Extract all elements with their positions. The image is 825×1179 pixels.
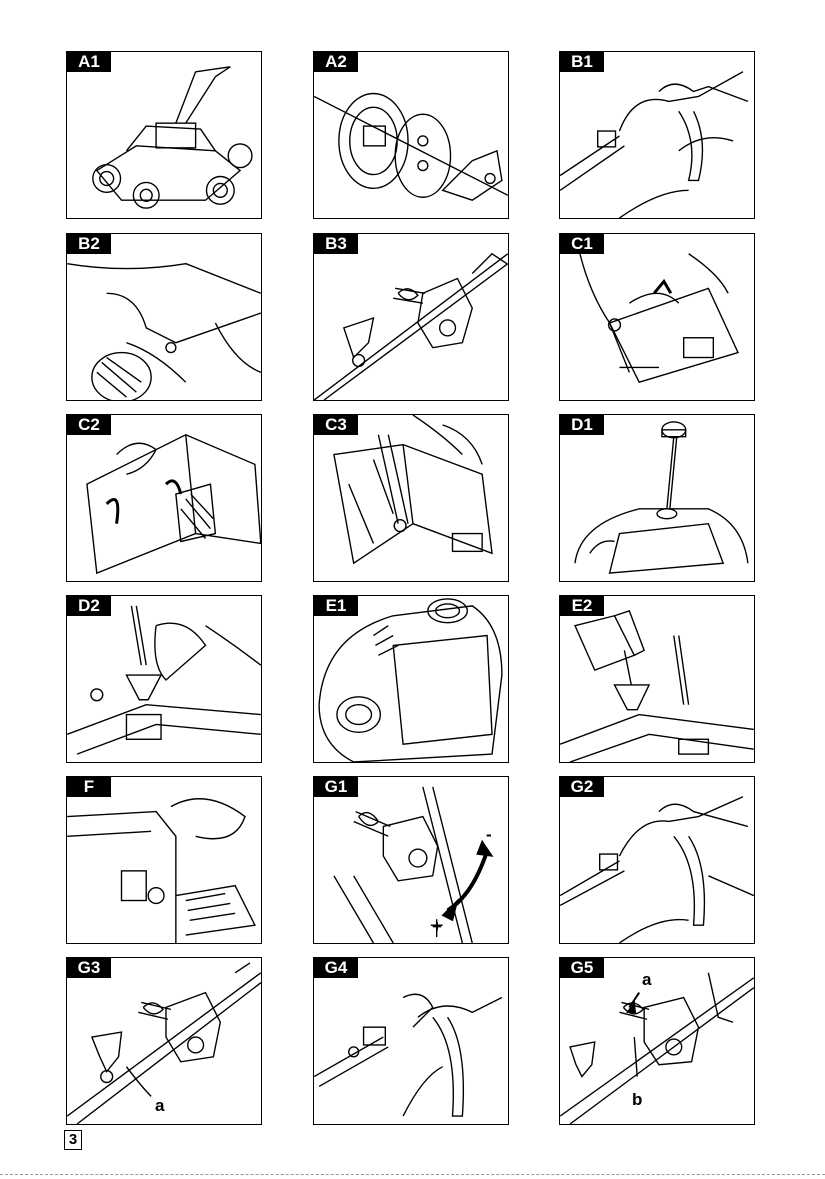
panel-b3: B3 bbox=[313, 233, 509, 401]
fitting-grassbag-icon bbox=[560, 234, 754, 400]
lawnmower-assembled-icon bbox=[67, 52, 261, 218]
footer-divider bbox=[0, 1174, 825, 1175]
panel-label: G2 bbox=[560, 777, 604, 797]
panel-d2: D2 bbox=[66, 595, 262, 763]
callout-minus: - bbox=[486, 825, 492, 845]
grassbag-attached-icon bbox=[314, 415, 508, 581]
panel-label: G3 bbox=[67, 958, 111, 978]
panel-label: F bbox=[67, 777, 111, 797]
panel-b2: B2 bbox=[66, 233, 262, 401]
panel-b1: B1 bbox=[559, 51, 755, 219]
panel-f: F bbox=[66, 776, 262, 944]
hands-on-handle-adjust-icon bbox=[560, 777, 754, 943]
cable-adjuster-rotate-icon bbox=[314, 777, 508, 943]
panel-c1: C1 bbox=[559, 233, 755, 401]
panel-g2: G2 bbox=[559, 776, 755, 944]
panel-label: G1 bbox=[314, 777, 358, 797]
panel-g4: G4 bbox=[313, 957, 509, 1125]
panel-label: A1 bbox=[67, 52, 111, 72]
panel-label: C3 bbox=[314, 415, 358, 435]
callout-a: a bbox=[642, 970, 651, 990]
filling-oil-funnel-icon bbox=[67, 596, 261, 762]
panel-label: G4 bbox=[314, 958, 358, 978]
panel-g3: G3 a bbox=[66, 957, 262, 1125]
panel-c2: C2 bbox=[66, 414, 262, 582]
panel-label: G5 bbox=[560, 958, 604, 978]
panel-label: B1 bbox=[560, 52, 604, 72]
spark-plug-engine-icon bbox=[67, 777, 261, 943]
panel-label: C2 bbox=[67, 415, 111, 435]
callout-b: b bbox=[632, 1090, 642, 1110]
handle-clamp-exploded-icon bbox=[314, 52, 508, 218]
hand-adjust-clamp-icon bbox=[314, 958, 508, 1124]
filling-fuel-canister-icon bbox=[560, 596, 754, 762]
rear-flap-grassbag-icon bbox=[67, 234, 261, 400]
panel-label: E1 bbox=[314, 596, 358, 616]
panel-label: D1 bbox=[560, 415, 604, 435]
panel-label: D2 bbox=[67, 596, 111, 616]
panel-c3: C3 bbox=[313, 414, 509, 582]
panel-a2: A2 bbox=[313, 51, 509, 219]
oil-dipstick-icon bbox=[560, 415, 754, 581]
handle-clamp-knob-icon bbox=[314, 234, 508, 400]
panel-g1: G1 - + bbox=[313, 776, 509, 944]
callout-plus: + bbox=[432, 917, 442, 937]
panel-e2: E2 bbox=[559, 595, 755, 763]
panel-g5: G5 a b bbox=[559, 957, 755, 1125]
panel-label: B3 bbox=[314, 234, 358, 254]
callout-a: a bbox=[155, 1096, 164, 1116]
panel-e1: E1 bbox=[313, 595, 509, 763]
spring-adjuster-icon bbox=[560, 958, 754, 1124]
panel-label: B2 bbox=[67, 234, 111, 254]
hands-on-handle-icon bbox=[560, 52, 754, 218]
panel-label: C1 bbox=[560, 234, 604, 254]
panel-label: A2 bbox=[314, 52, 358, 72]
grassbag-frame-icon bbox=[67, 415, 261, 581]
panel-a1: A1 bbox=[66, 51, 262, 219]
panel-label: E2 bbox=[560, 596, 604, 616]
panel-d1: D1 bbox=[559, 414, 755, 582]
fuel-cap-top-view-icon bbox=[314, 596, 508, 762]
page-number: 3 bbox=[64, 1130, 82, 1150]
